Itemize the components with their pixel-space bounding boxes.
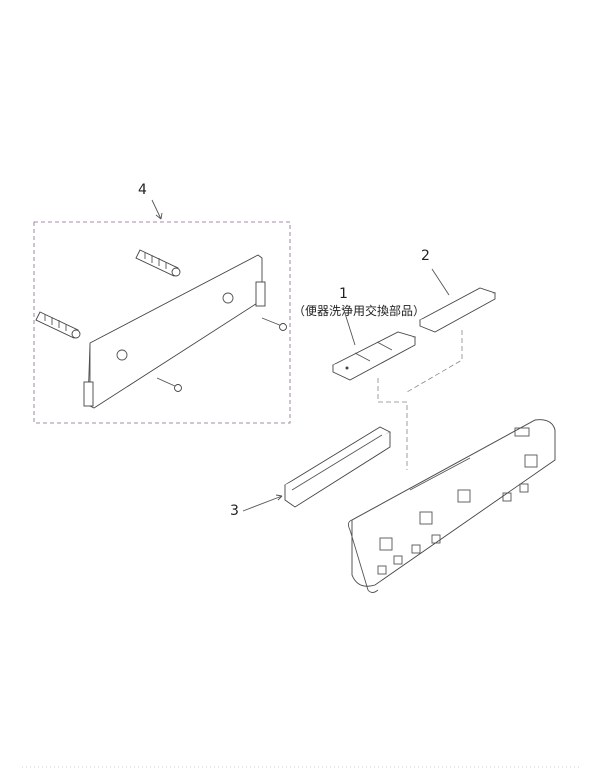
- part-4-leader: [151, 199, 162, 220]
- part-2-label: 2: [421, 248, 430, 264]
- part-1-note: （便器洗浄用交換部品）: [293, 303, 425, 318]
- plate-hole: [116, 349, 128, 361]
- wall-anchor: [35, 311, 81, 339]
- plate-hook: [255, 281, 266, 307]
- part-1-label: 1: [339, 286, 348, 302]
- wall-anchor: [135, 249, 181, 277]
- part-4-wall-mount-kit: 4: [33, 182, 291, 424]
- part-3-frame: 3: [230, 426, 391, 519]
- part-1-button-panel: 1 （便器洗浄用交換部品）: [293, 286, 425, 381]
- part-2-cover: 2: [418, 248, 497, 333]
- mounting-plate: [87, 254, 263, 409]
- screw: [261, 317, 287, 331]
- button-outline: [379, 537, 393, 551]
- button-outline: [457, 489, 471, 503]
- screw: [156, 377, 182, 392]
- button-outline: [524, 454, 538, 468]
- plate-hole: [222, 292, 234, 304]
- part-4-dashed-boundary: [33, 221, 291, 424]
- button-outline: [419, 511, 433, 525]
- plate-hook: [83, 381, 94, 407]
- remote-controller-body: [347, 419, 556, 593]
- part-3-label: 3: [230, 503, 239, 519]
- part-4-label: 4: [138, 182, 147, 198]
